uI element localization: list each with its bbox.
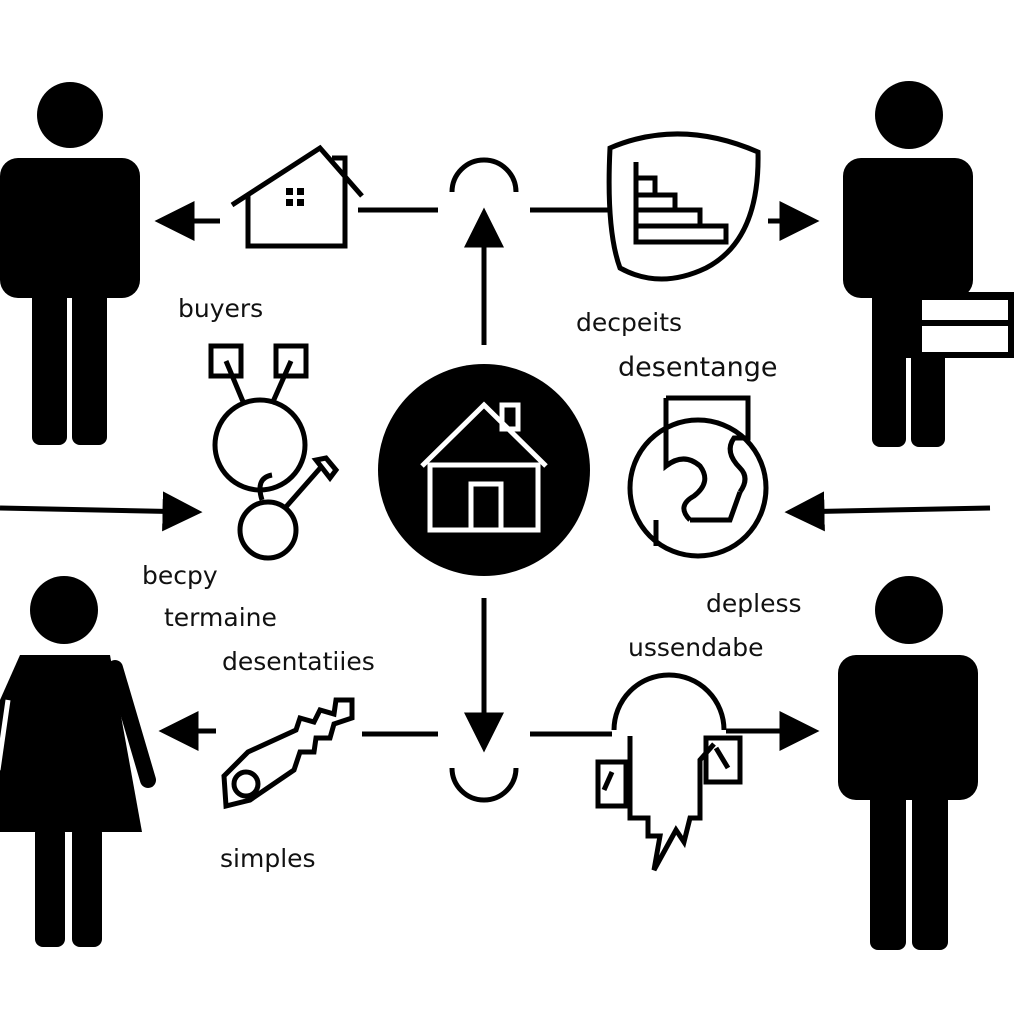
label-desentatiies: desentatiies <box>222 647 375 676</box>
label-termaine: termaine <box>164 603 277 632</box>
person-icon-top-left <box>0 82 140 445</box>
house-outline-icon <box>230 144 364 249</box>
key-icon <box>221 697 355 810</box>
bottom-arc <box>449 767 519 803</box>
person-with-briefcase-icon <box>843 81 1014 447</box>
label-desentange: desentange <box>618 352 778 383</box>
label-decpeits: decpeits <box>576 308 682 337</box>
label-simples: simples <box>220 844 316 873</box>
woman-icon <box>0 576 156 947</box>
arrow-left-in <box>0 491 203 532</box>
label-buyers: buyers <box>178 294 263 323</box>
label-becpy: becpy <box>142 561 218 590</box>
keyring-icon <box>208 343 340 561</box>
top-arc <box>449 157 519 193</box>
broken-circle-icon <box>595 672 743 872</box>
staircase-shield-icon <box>606 131 761 282</box>
arrow-right-in <box>784 491 991 532</box>
label-depless: depless <box>706 589 802 618</box>
person-icon-bottom-right <box>838 576 978 950</box>
label-ussendabe: ussendabe <box>628 633 764 662</box>
puzzle-globe-icon <box>627 395 769 559</box>
house-center-circle-icon <box>378 364 590 576</box>
